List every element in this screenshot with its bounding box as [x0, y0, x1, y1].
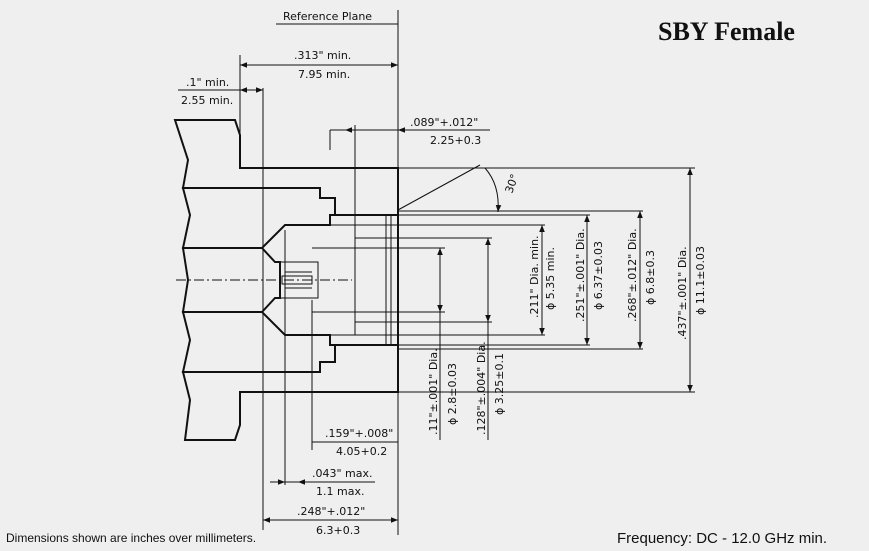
dimensions-note: Dimensions shown are inches over millime… — [6, 531, 256, 545]
dim-268-in: .268"±.012" Dia. — [626, 228, 639, 322]
dielectric-bottom — [181, 311, 336, 373]
outer-body-bottom — [181, 344, 399, 441]
dim-089-in: .089"+.012" — [410, 116, 478, 129]
dim-128-in: .128"±.004" Dia. — [475, 341, 488, 435]
dim-248-in: .248"+.012" — [297, 505, 365, 518]
dim-1-mm: 2.55 min. — [181, 94, 233, 107]
dim-1-in: .1" min. — [186, 76, 229, 89]
dim-313-mm: 7.95 min. — [298, 68, 350, 81]
socket-bore — [280, 224, 356, 336]
dim-437-in: .437"±.001" Dia. — [676, 246, 689, 340]
frequency-label: Frequency: DC - 12.0 GHz min. — [617, 530, 827, 547]
inner-ring — [385, 215, 392, 345]
dielectric-top — [181, 187, 336, 249]
dim-11-mm: ϕ 2.8±0.03 — [446, 363, 459, 425]
dim-268-mm: ϕ 6.8±0.3 — [644, 250, 657, 305]
dim-248-mm: 6.3+0.3 — [316, 524, 360, 537]
angle-arc — [484, 167, 502, 213]
dim-043-mm: 1.1 max. — [316, 485, 364, 498]
dim-128-mm: ϕ 3.25±0.1 — [493, 353, 506, 415]
dim-211-in: .211" Dia. min. — [528, 235, 541, 318]
dim-159-mm: 4.05+0.2 — [336, 445, 387, 458]
dim-11-in: .11"±.001" Dia. — [427, 348, 440, 435]
angle-label: 30° — [503, 172, 522, 195]
reference-plane-label: Reference Plane — [283, 10, 372, 23]
outer-body-top — [173, 119, 399, 216]
chamfer-line — [397, 164, 481, 211]
dim-043-in: .043" max. — [312, 467, 373, 480]
dim-437-mm: ϕ 11.1±0.03 — [694, 246, 707, 315]
center-contact — [181, 247, 281, 313]
dim-313-in: .313" min. — [294, 49, 351, 62]
dim-251-in: .251"±.001" Dia. — [574, 228, 587, 322]
dim-159-in: .159"+.008" — [325, 427, 393, 440]
dim-251-mm: ϕ 6.37±0.03 — [592, 241, 605, 310]
dim-089-mm: 2.25+0.3 — [430, 134, 481, 147]
dim-211-mm: ϕ 5.35 min. — [544, 247, 557, 310]
drawing-title: SBY Female — [658, 17, 795, 46]
